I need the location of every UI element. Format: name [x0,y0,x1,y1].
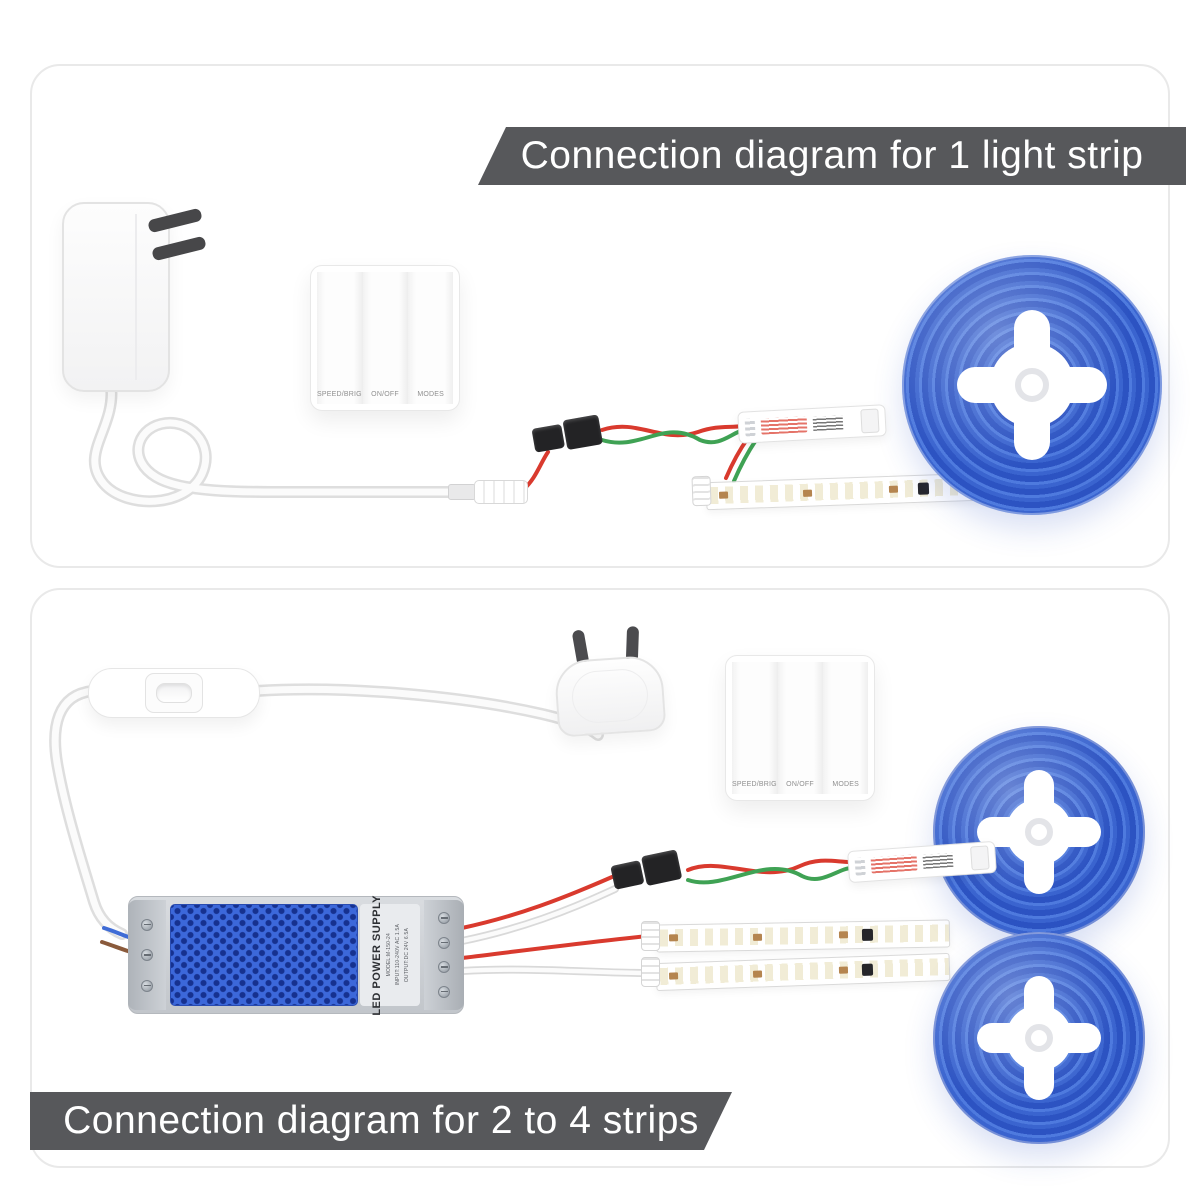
wall-remote-switch: SPEED/BRIGHT ON/OFF MODES [310,265,460,411]
led-strip-reel [902,255,1162,515]
led-power-supply: LED POWER SUPPLY MODEL:M-150-24 INPUT:11… [128,895,464,1015]
psu-title: LED POWER SUPPLY [370,894,383,1016]
switch-key-speed: SPEED/BRIGHT [317,272,372,404]
controller-output-clip [970,845,990,871]
connector-to-controller-wire-green [600,428,746,445]
psu-model: MODEL:M-150-24 [385,933,392,977]
switch-key-modes: MODES [407,272,454,404]
psu-output-terminal [424,900,464,1010]
reel-hub [990,343,1074,427]
switch-key-modes: MODES [822,662,869,794]
controller-to-strip-wire-green [732,438,758,483]
psu-output-white-upper [458,885,619,945]
switch-key-speed: SPEED/BRIGHT [732,662,787,794]
plug-cord-core [252,685,602,739]
controller-printed-label [870,854,918,874]
strip-clip-connector [641,957,660,987]
terminal-screw [141,949,153,961]
switch-key-label: MODES [832,781,860,788]
terminal-screw [438,985,450,998]
switch-to-psu-cord-core [51,687,126,938]
wall-remote-switch: SPEED/BRIGHT ON/OFF MODES [725,655,875,801]
led-strip-reel [933,932,1145,1144]
dc-jack-body [474,480,528,504]
terminal-screw [438,961,450,974]
psu-output-white-lower-core [459,967,649,976]
banner-text: Connection diagram for 2 to 4 strips [63,1099,699,1142]
reel-hub-hole [1025,818,1053,846]
reel-hub-hole [1025,1024,1053,1052]
strip-clip-connector [691,475,712,507]
title-banner-one-strip: Connection diagram for 1 light strip [478,127,1186,185]
terminal-screw [438,912,450,925]
inline-cord-switch [88,668,260,718]
switch-key-label: MODES [417,391,445,398]
led-strip-segment [655,919,951,953]
connector2-to-controller-wire-green [686,866,854,885]
title-banner-multi-strip: Connection diagram for 2 to 4 strips [30,1092,732,1150]
banner-text: Connection diagram for 1 light strip [520,134,1144,177]
reel-hub-hole [1015,368,1049,402]
plug-body [553,654,667,738]
dc-jack-connector [448,480,528,504]
switch-key-onoff: ON/OFF [776,662,823,794]
switch-key-label: ON/OFF [786,781,814,788]
sm-connector-male [531,423,566,453]
terminal-screw [141,979,153,992]
adapter-power-cord-core [91,382,454,505]
controller-pins [744,417,756,437]
psu-label: LED POWER SUPPLY MODEL:M-150-24 INPUT:11… [360,895,420,1015]
eu-power-plug [553,626,667,738]
switch-key-onoff: ON/OFF [361,272,408,404]
switch-key-label: ON/OFF [371,391,399,398]
inline-switch-rocker [156,683,192,703]
dc-jack-barrel [448,484,476,500]
terminal-screw [438,936,450,949]
inline-switch-frame [145,673,203,713]
strip-clip-connector [641,921,660,951]
controller-output-clip [860,408,880,434]
controller-printed-label [760,416,808,435]
switch-key-label: SPEED/BRIGHT [317,391,372,398]
controller-pins [854,856,866,876]
switch-key-label: SPEED/BRIGHT [732,781,787,788]
reel-hub [1006,799,1072,865]
psu-input-spec: INPUT:110-240V AC 1.5A [394,924,401,986]
power-adapter [62,202,170,392]
sm-connector-female [562,414,604,451]
reel-hub [1006,1005,1072,1071]
sm-connector-male [610,860,645,890]
psu-output-red-lower [460,934,650,960]
psu-output-white-upper-core [459,886,618,944]
controller-printed-label [812,415,844,431]
led-strip-reel [933,726,1145,938]
psu-vent-mesh [170,904,358,1006]
controller-printed-label [922,852,954,869]
psu-output-red-upper [460,875,614,930]
connector-to-controller-wire-red [600,424,744,438]
psu-input-terminal [128,900,166,1010]
psu-output-spec: OUTPUT:DC 24V 6.5A [403,927,410,983]
terminal-screw [141,918,153,931]
